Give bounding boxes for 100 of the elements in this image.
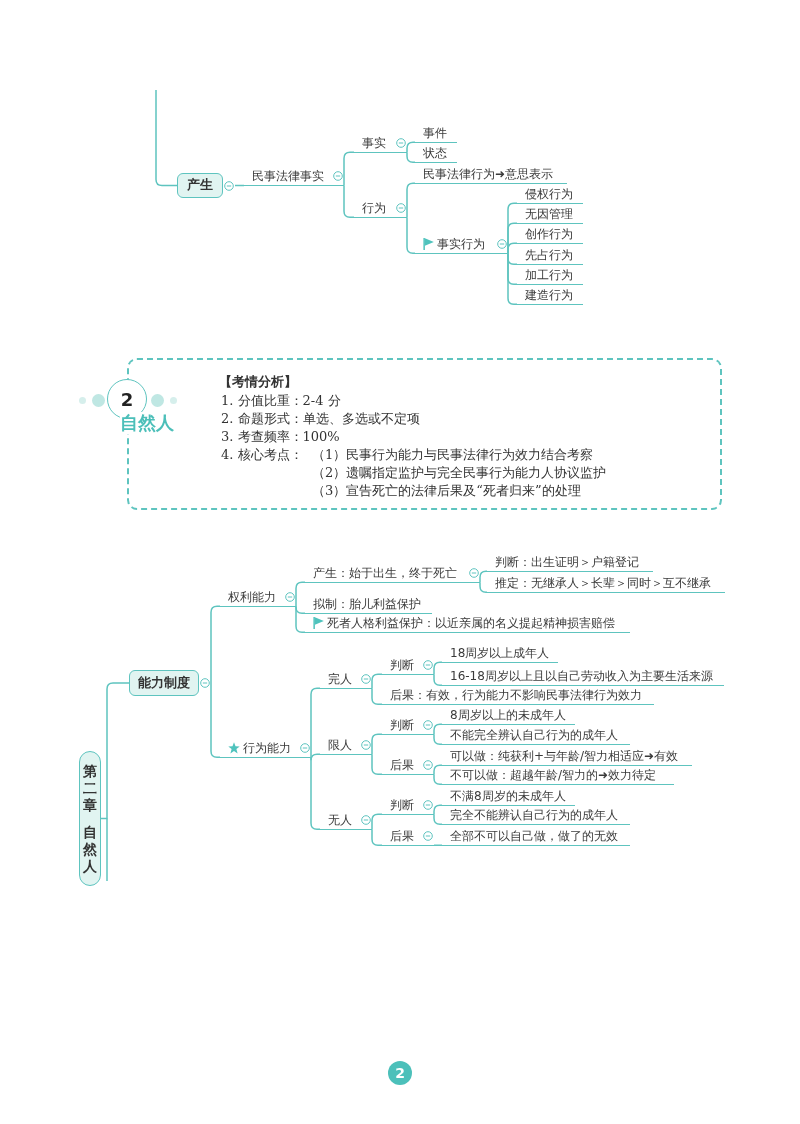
branch-topic	[442, 788, 575, 806]
topic-text: 行为能力	[243, 740, 291, 756]
connector-line	[406, 182, 416, 218]
branch-topic	[442, 828, 630, 846]
connector-line	[210, 682, 221, 758]
connector-line	[100, 682, 130, 820]
connector-line	[433, 844, 443, 846]
topic-text: 无因管理	[525, 206, 573, 222]
branch-topic	[517, 287, 583, 305]
branch-topic	[382, 717, 434, 735]
branch-topic	[442, 807, 630, 825]
connector-line	[433, 733, 443, 745]
connector-line	[210, 605, 221, 684]
branch-topic	[244, 168, 344, 186]
branch-topic	[382, 657, 434, 675]
topic-text: 判断	[390, 797, 414, 813]
branch-topic	[442, 668, 724, 686]
topic-text: 死者人格利益保护：以近亲属的名义提起精神损害赔偿	[327, 615, 615, 631]
topic-text: 后果	[390, 757, 414, 773]
branch-topic	[354, 200, 407, 218]
branch-topic	[517, 226, 583, 244]
branch-topic	[320, 812, 372, 830]
topic-text: 8周岁以上的未成年人	[450, 707, 566, 723]
branch-topic	[305, 615, 630, 633]
branch-topic	[382, 687, 654, 705]
topic-text: 状态	[423, 145, 447, 161]
branch-topic	[320, 671, 372, 689]
connector-line	[371, 753, 383, 775]
connector-line	[433, 804, 443, 815]
topic-text: 限人	[328, 737, 352, 753]
topic-text: 18周岁以上成年人	[450, 645, 550, 661]
topic-text: 民事法律行为➜意思表示	[423, 166, 554, 182]
topic-text: 后果	[390, 828, 414, 844]
connector-line	[371, 828, 383, 846]
section-heading: 【考情分析】	[219, 373, 297, 391]
connector-line	[479, 570, 488, 583]
topic-text: 事实行为	[437, 236, 485, 252]
branch-topic	[320, 737, 372, 755]
connector-line	[371, 813, 383, 830]
connector-line	[343, 151, 355, 186]
topic-text: 全部不可以自己做，做了的无效	[450, 828, 618, 844]
list-item: （3）宣告死亡的法律后果及“死者归来”的处理	[312, 482, 581, 500]
topic-text: 民事法律事实	[252, 168, 324, 184]
chapter-box: 第二章 自然人	[79, 751, 101, 886]
connector-line	[433, 813, 443, 825]
branch-topic	[442, 767, 674, 785]
topic-text: 可以做：纯获利+与年龄/智力相适应➜有效	[450, 748, 679, 764]
topic-text: 拟制：胎儿利益保护	[313, 596, 421, 612]
topic-box: 产生	[177, 173, 223, 198]
branch-topic	[415, 125, 457, 143]
topic-text: 完全不能辨认自己行为的成年人	[450, 807, 618, 823]
topic-text: 事件	[423, 125, 447, 141]
connector-line	[343, 184, 355, 218]
connector-line	[479, 581, 488, 593]
branch-topic	[517, 186, 583, 204]
branch-topic	[354, 135, 407, 153]
topic-text: 权利能力	[228, 589, 276, 605]
connector-line	[371, 733, 383, 755]
topic-text: 先占行为	[525, 247, 573, 263]
branch-topic	[305, 565, 480, 583]
connector-line	[155, 89, 178, 187]
branch-topic	[382, 757, 434, 775]
branch-topic	[517, 267, 583, 285]
list-item: （1）民事行为能力与民事法律行为效力结合考察	[312, 446, 594, 464]
connector-line	[406, 141, 416, 153]
branch-topic	[220, 589, 296, 607]
list-item: 1. 分值比重：2-4 分	[221, 392, 341, 410]
list-item: 2. 命题形式：单选、多选或不定项	[221, 410, 420, 428]
topic-text: 建造行为	[525, 287, 573, 303]
topic-text: 判断	[390, 657, 414, 673]
connector-line	[433, 723, 443, 735]
page-number-badge: 2	[388, 1061, 412, 1085]
topic-text: 后果：有效，行为能力不影响民事法律行为效力	[390, 687, 642, 703]
connector-line	[406, 151, 416, 163]
branch-topic	[305, 596, 432, 614]
topic-text: 判断	[390, 717, 414, 733]
branch-topic	[442, 645, 558, 663]
connector-line	[507, 242, 518, 254]
topic-text: 无人	[328, 812, 352, 828]
connector-line	[433, 764, 443, 775]
topic-box: 能力制度	[129, 670, 199, 696]
connector-line	[295, 581, 306, 607]
list-item: 3. 考查频率：100%	[221, 428, 340, 446]
branch-topic	[415, 166, 567, 184]
branch-topic	[415, 236, 508, 254]
branch-topic	[382, 797, 434, 815]
connector-line	[310, 687, 321, 758]
connector-line	[433, 773, 443, 785]
topic-text: 创作行为	[525, 226, 573, 242]
connector-line	[310, 756, 321, 830]
branch-topic	[415, 145, 457, 163]
topic-text: 完人	[328, 671, 352, 687]
topic-text: 不可以做：超越年龄/智力的➜效力待定	[450, 767, 657, 783]
topic-text: 产生：始于出生，终于死亡	[313, 565, 457, 581]
branch-topic	[382, 828, 434, 846]
connector-line	[433, 661, 443, 675]
topic-text: 判断：出生证明＞户籍登记	[495, 554, 639, 570]
branch-topic	[487, 554, 653, 572]
connector-line	[371, 687, 383, 705]
branch-topic	[442, 707, 575, 725]
